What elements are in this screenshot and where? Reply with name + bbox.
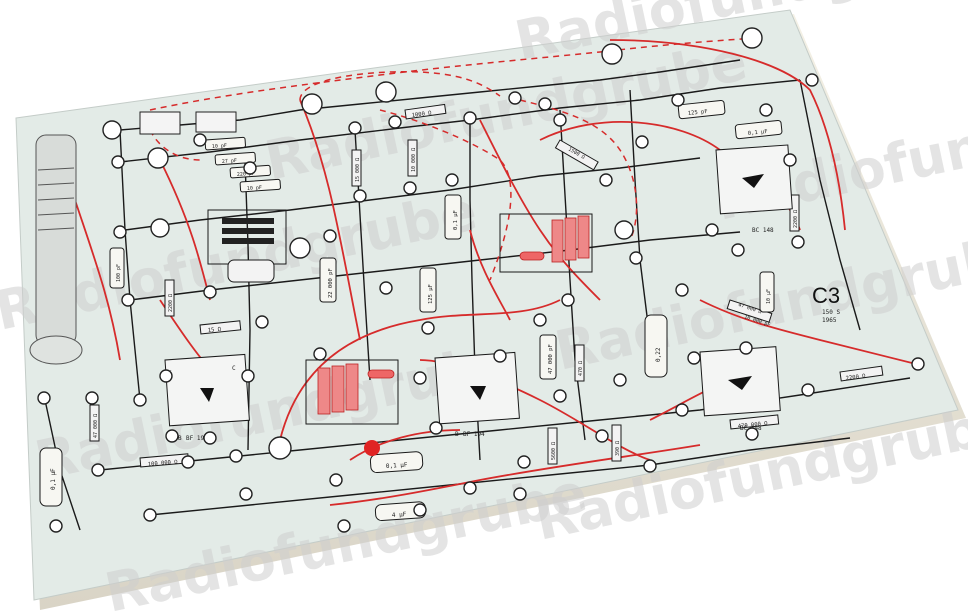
capacitor (214, 151, 256, 166)
resistor-label: 5600 Ω (551, 442, 557, 460)
capacitor-label: 10 pF (247, 185, 262, 192)
board-subtitle: 1965 (822, 317, 837, 324)
transistor: BC 148 (715, 144, 793, 234)
resistor-label: 2200 Ω (168, 294, 174, 312)
terminal (289, 237, 311, 259)
transistor-label: BF 194 (463, 431, 485, 438)
resistor (89, 404, 100, 442)
capacitor (239, 178, 281, 193)
capacitor-label: 125 µF (428, 284, 434, 304)
capacitor-label: 0,1 µF (748, 129, 768, 137)
capacitor (444, 194, 462, 240)
transistor-label: BF 194 (186, 435, 208, 442)
resistor-label: 1000 Ω (411, 110, 432, 119)
capacitor-label: 27 pF (222, 158, 237, 165)
capacitor-label: 0,1 µF (50, 468, 57, 490)
resistor (164, 279, 175, 317)
ferrite-antenna (29, 134, 83, 365)
board-subtitle: 150 S (822, 309, 840, 316)
capacitors (39, 99, 783, 522)
terminal (375, 81, 397, 103)
component-labels: 1000 Ω 15 000 Ω 10 000 Ω 2200 Ω 15 Ω 47 … (50, 109, 867, 519)
resistor-label: 10 000 Ω (411, 148, 417, 172)
capacitor-label: 100 pF (116, 264, 122, 282)
pin-label: B (178, 435, 182, 442)
resistor (611, 424, 622, 462)
resistors (89, 103, 884, 468)
capacitor (677, 99, 726, 120)
resistor-label: 47 000 Ω (93, 414, 99, 438)
resistor (199, 320, 242, 335)
terminal (614, 220, 634, 240)
transistor-sockets: B BF 194 E C B BF 194 BC 148 BC 148 (164, 144, 793, 442)
dashed-wires (149, 37, 761, 281)
capacitor-label: 220 pF (237, 171, 255, 178)
if-transformer (499, 213, 593, 273)
resistor (351, 149, 362, 187)
terminals (37, 27, 925, 533)
capacitor (204, 136, 246, 151)
capacitor (419, 267, 437, 313)
resistor-label: 2200 Ω (793, 210, 799, 228)
switch-connector (139, 111, 237, 135)
if-transformer (305, 359, 399, 425)
capacitor-label: 10 µF (766, 289, 772, 304)
capacitor-label: 47 000 pF (548, 344, 554, 374)
capacitor (644, 314, 668, 378)
capacitor (39, 447, 63, 507)
resistor-label: 100 000 Ω (148, 459, 179, 468)
resistor (726, 299, 773, 323)
capacitor-label: 125 pF (688, 109, 708, 117)
resistor (407, 139, 418, 177)
resistor (839, 365, 884, 382)
pin-label: B (455, 431, 459, 438)
resistor-label: 15 Ω (208, 327, 222, 334)
capacitor (369, 451, 424, 474)
capacitor-label: 0,22 (655, 347, 662, 362)
resistor-label: 470 000 Ω (738, 421, 769, 430)
terminal (102, 120, 122, 140)
terminal (147, 147, 169, 169)
transistor-label: BC 148 (752, 227, 774, 234)
transistor: B BF 194 (434, 351, 520, 438)
capacitor (759, 271, 775, 313)
capacitor (734, 119, 783, 140)
capacitor-label: 4 µF (392, 511, 407, 519)
capacitor (319, 257, 337, 303)
capacitor (539, 334, 557, 380)
pin-label: C (232, 365, 236, 372)
oscillator-coil (207, 209, 287, 283)
resistor (789, 194, 800, 232)
terminal (741, 27, 763, 49)
resistor (404, 103, 447, 120)
resistor (547, 427, 558, 465)
red-marker-dot (364, 440, 380, 456)
resistor-label: 390 Ω (615, 441, 621, 456)
resistor-label: 2200 Ω (845, 373, 866, 382)
terminal (268, 436, 292, 460)
resistor (729, 414, 780, 430)
resistor (554, 139, 599, 171)
capacitor-label: 0,1 µF (453, 210, 459, 230)
resistor-label: 15 000 Ω (355, 158, 361, 182)
capacitor (109, 247, 125, 289)
capacitor-label: 10 pF (212, 143, 227, 150)
resistor (574, 344, 585, 382)
terminal (601, 43, 623, 65)
capacitor-label: 22 000 pF (328, 268, 334, 298)
capacitor-label: 0,1 µF (386, 461, 408, 470)
board-title: C3 (812, 283, 840, 308)
terminal (301, 93, 323, 115)
resistor-label: 470 Ω (578, 361, 584, 376)
terminal (150, 218, 170, 238)
